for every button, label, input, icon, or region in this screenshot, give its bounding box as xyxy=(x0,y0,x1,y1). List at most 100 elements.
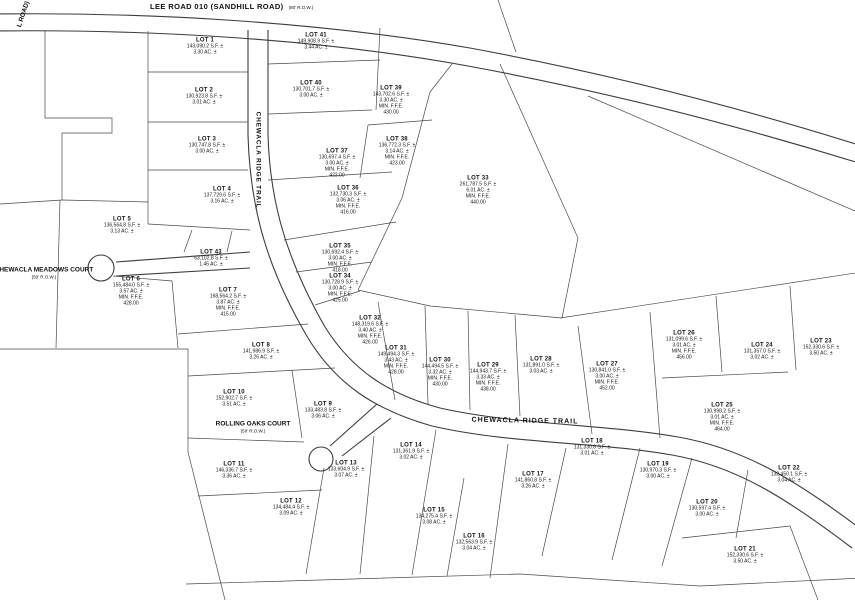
lot-boundary-line xyxy=(183,229,193,253)
rolling-oaks-cul-de-sac xyxy=(308,446,334,472)
lot-boundary-line xyxy=(61,199,149,203)
lot-boundary-line xyxy=(661,457,693,567)
lot-boundary-line xyxy=(267,171,393,181)
road-label-lee-road: LEE ROAD 010 (SANDHILL ROAD) (80' R.O.W.… xyxy=(150,2,313,11)
lot-boundary-line xyxy=(147,223,251,231)
lot-boundary-line xyxy=(357,289,563,319)
lot-boundary-line xyxy=(314,290,361,306)
northeast-boundary-line xyxy=(587,95,855,212)
lot-boundary-line xyxy=(226,230,233,253)
lot-boundary-line xyxy=(681,525,791,539)
rolling-oaks-court-name: ROLLING OAKS COURT xyxy=(215,420,291,428)
lot-boundary-line xyxy=(489,443,509,579)
meadows-court-name: CHEWACLA MEADOWS COURT xyxy=(0,266,94,274)
lot-boundary-line xyxy=(187,367,336,377)
lot-boundary-line xyxy=(295,261,373,273)
lot-boundary-line xyxy=(661,371,789,379)
lot-boundary-line xyxy=(715,295,723,373)
road-label-rolling-oaks-court: ROLLING OAKS COURT (50' R.O.W.) xyxy=(216,420,291,433)
lot-boundary-line xyxy=(187,437,305,443)
lot-boundary-line xyxy=(611,447,641,561)
road-label-meadows-court: CHEWACLA MEADOWS COURT (50' R.O.W.) xyxy=(0,266,93,279)
lot-boundary-line xyxy=(177,323,309,335)
meadows-court-north-edge xyxy=(115,251,251,263)
southwest-boundary-line xyxy=(0,348,226,600)
lot-boundary-line xyxy=(375,27,381,111)
lot-boundary-line xyxy=(267,59,381,65)
lot-boundary-line xyxy=(649,311,661,439)
lot-boundary-line xyxy=(559,272,855,319)
lot-boundary-line xyxy=(467,310,471,411)
lot-boundary-line xyxy=(367,119,433,126)
roads-group xyxy=(0,13,855,549)
south-boundary-line xyxy=(185,573,855,587)
ridge-trail-east-edge xyxy=(267,30,855,526)
lot-boundary-line xyxy=(497,0,517,53)
lot-boundary-line xyxy=(789,285,797,371)
rolling-oaks-east-edge xyxy=(341,417,392,457)
meadows-court-south-edge xyxy=(115,267,251,277)
lot-boundary-line xyxy=(499,63,579,319)
lot-boundary-line xyxy=(197,489,323,497)
lee-road-name: LEE ROAD 010 (SANDHILL ROAD) xyxy=(150,2,284,11)
lot-boundary-line xyxy=(411,429,437,576)
lot-boundary-line xyxy=(577,325,593,435)
lot-boundary-line xyxy=(112,275,179,349)
lot-boundary-line xyxy=(267,109,373,115)
lot-boundary-line xyxy=(359,124,369,179)
rolling-oaks-court-row: (50' R.O.W.) xyxy=(240,428,266,434)
road-label-ridge-trail-vertical: CHEWACLA RIDGE TRAIL xyxy=(254,111,262,209)
lot-boundary-line xyxy=(446,477,465,577)
lot-boundary-line xyxy=(789,525,819,600)
lot-boundary-line xyxy=(357,91,431,291)
ridge-trail-west-edge xyxy=(247,30,853,549)
lot-boundary-line xyxy=(377,301,396,401)
lee-road-south-edge xyxy=(0,30,855,163)
meadows-court-cul-de-sac xyxy=(87,254,115,282)
lot-boundary-line xyxy=(359,435,375,575)
lot-boundary-line xyxy=(735,469,749,539)
lot-boundary-line xyxy=(291,369,303,439)
lot-boundary-line xyxy=(305,467,325,575)
